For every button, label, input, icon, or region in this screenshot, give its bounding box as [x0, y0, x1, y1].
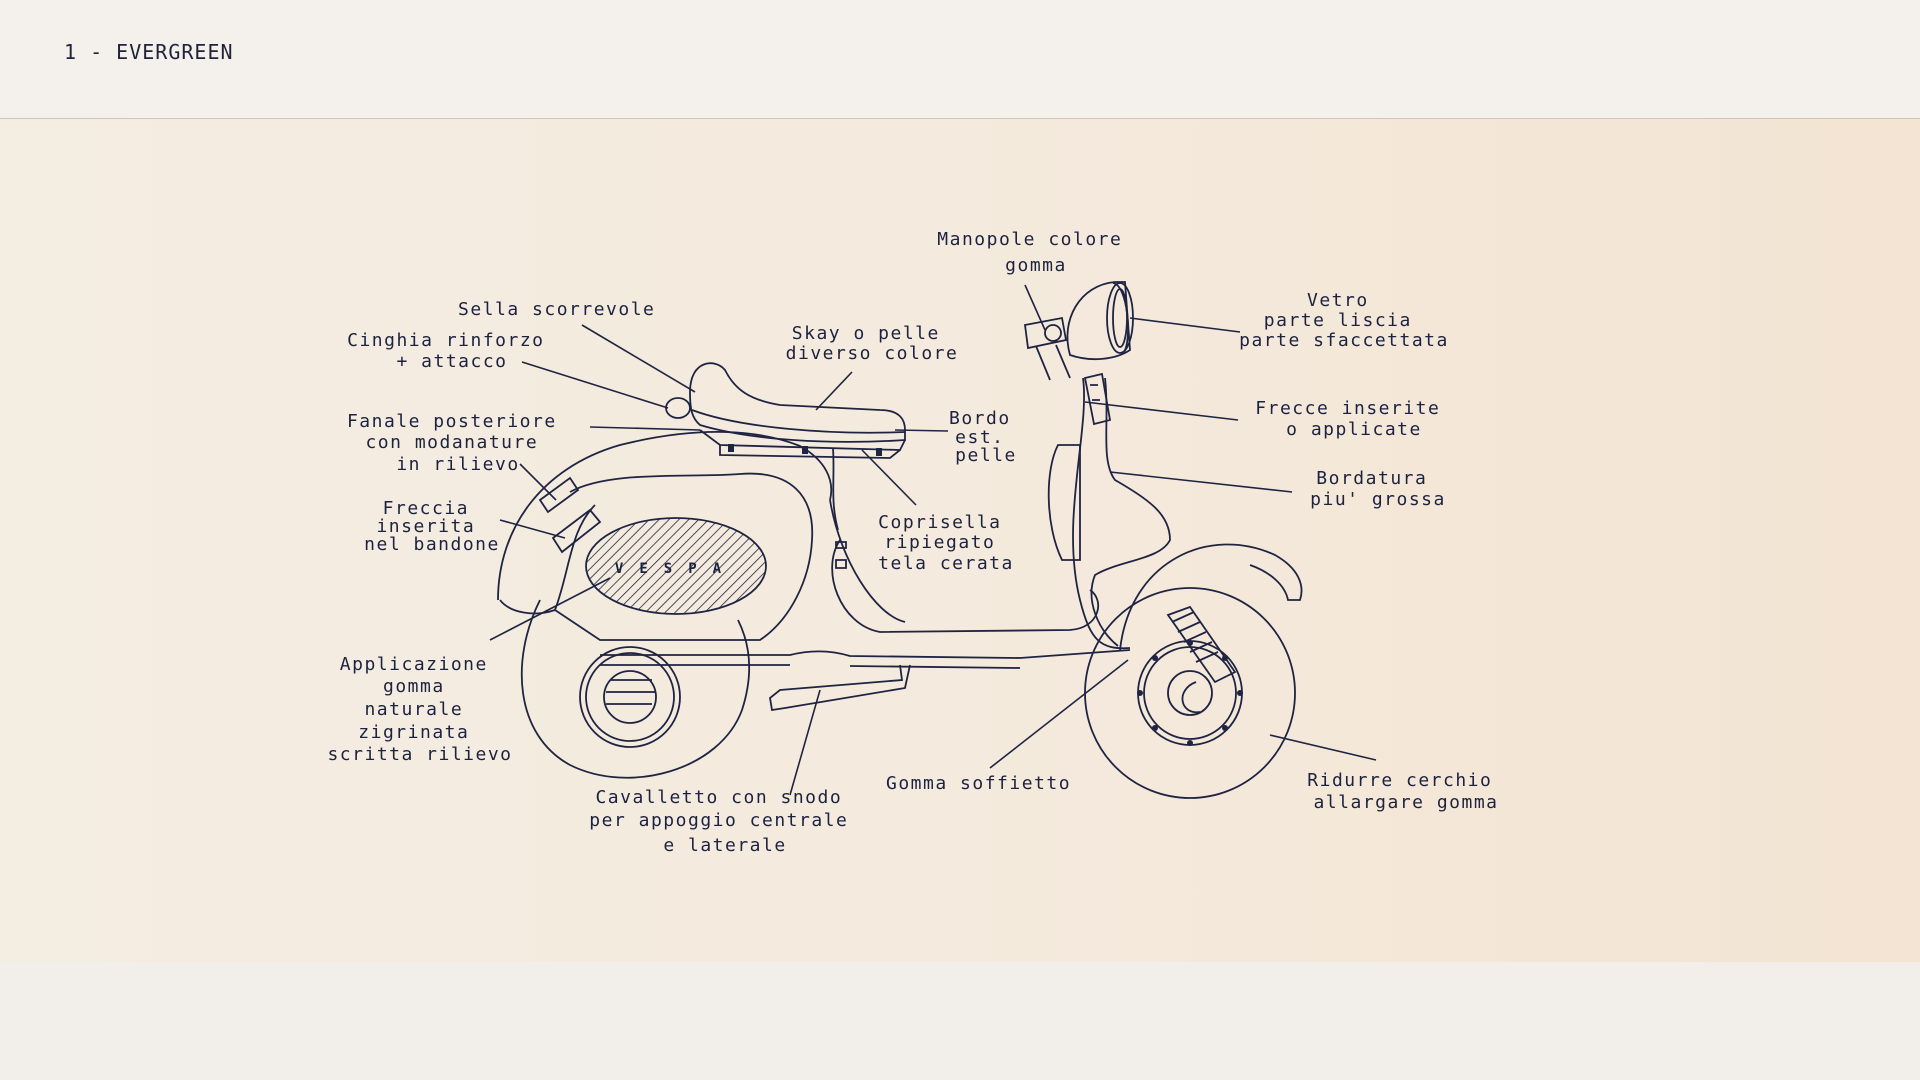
tail-light: [538, 476, 580, 514]
front-wheel: [1084, 587, 1296, 799]
callout-fanale: Fanale posteriore con modanature in rili…: [347, 411, 569, 475]
rear-cowl: VESPA: [497, 431, 833, 641]
callout-frecce: Frecce inserite o applicate: [1255, 398, 1452, 440]
handlebar-grip: [1023, 316, 1068, 350]
callout-cinghia: Cinghia rinforzo + attacco: [347, 330, 557, 372]
vespa-badge-text: VESPA: [615, 561, 737, 577]
callout-bordo: Bordo est. pelle: [949, 408, 1023, 466]
paper-bottom-strip: [0, 962, 1920, 1080]
callout-applicazione: Applicazione gomma naturale zigrinata sc…: [327, 654, 512, 765]
headlight: [1106, 282, 1134, 354]
callout-labels: Manopole colore gomma Vetro parte liscia…: [327, 229, 1504, 856]
front-mudguard: [1119, 543, 1303, 651]
headset: [1023, 281, 1134, 381]
front-suspension: [1166, 605, 1237, 713]
callout-sella: Sella scorrevole: [458, 299, 655, 320]
seat-strap: [665, 397, 691, 419]
center-stand: [769, 664, 911, 712]
callout-cavalletto: Cavalletto con snodo per appoggio centra…: [589, 787, 860, 856]
paper-top-strip: [0, 0, 1920, 118]
seat: [665, 362, 906, 459]
scooter-drawing: VESPA: [497, 281, 1303, 799]
callout-freccia: Freccia inserita nel bandone: [364, 498, 500, 555]
rear-indicator: [551, 508, 602, 554]
callout-manopole: Manopole colore gomma: [937, 229, 1134, 276]
callout-skay: Skay o pelle diverso colore: [786, 323, 959, 364]
callout-gomma-soffietto: Gomma soffietto: [886, 773, 1071, 794]
page-title: 1 - EVERGREEN: [64, 40, 234, 64]
vespa-badge-panel: [585, 517, 767, 615]
callout-vetro: Vetro parte liscia parte sfaccettata: [1239, 290, 1449, 351]
frame: [600, 447, 1131, 669]
leg-shield: [1047, 372, 1171, 650]
callout-ridurre: Ridurre cerchio allargare gomma: [1307, 770, 1504, 813]
rear-wheel: [520, 599, 750, 779]
paper-drawing-sheet: [0, 118, 1920, 963]
leader-lines: [489, 284, 1377, 796]
callout-bordatura: Bordatura piu' grossa: [1310, 468, 1446, 510]
callout-coprisella: Coprisella ripiegato tela cerata: [878, 512, 1014, 574]
